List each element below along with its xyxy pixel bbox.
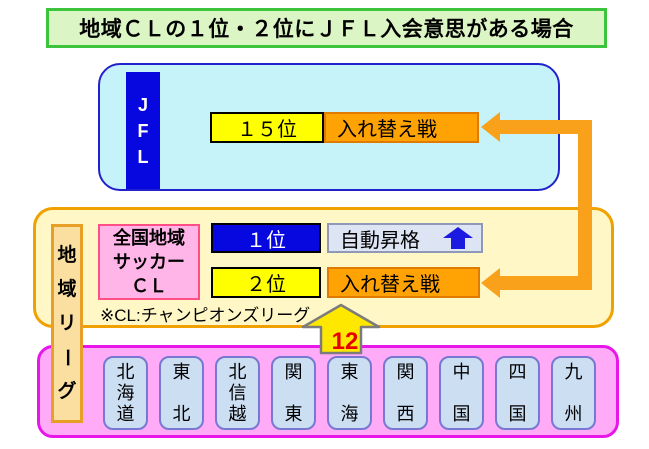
cl-note: ※CL:チャンピオンズリーグ xyxy=(100,301,310,326)
region-char: 北 xyxy=(172,404,191,424)
region-box: 東海 xyxy=(327,356,372,430)
first-place-outcome-box: 自動昇格 xyxy=(327,223,483,253)
page-title: 地域ＣＬの１位・２位にＪＦＬ入会意思がある場合 xyxy=(46,8,607,48)
page-title-text: 地域ＣＬの１位・２位にＪＦＬ入会意思がある場合 xyxy=(79,18,574,41)
jfl-letter: J xyxy=(137,94,148,115)
promotion-up-arrow-icon xyxy=(443,227,473,249)
region-char: 東 xyxy=(284,404,303,424)
first-place-rank-box: １位 xyxy=(211,223,321,253)
second-place-rank-label: ２位 xyxy=(246,274,286,296)
cl-note-text: ※CL:チャンピオンズリーグ xyxy=(100,306,311,325)
region-char: 国 xyxy=(508,404,527,424)
region-char: 海 xyxy=(340,404,359,424)
region-char: 西 xyxy=(396,404,415,424)
league-bar-char: 域 xyxy=(57,279,77,300)
region-char: 道 xyxy=(116,404,135,424)
region-char: 海 xyxy=(116,383,135,403)
first-place-outcome-label: 自動昇格 xyxy=(340,229,420,252)
region-char: 北 xyxy=(228,362,247,382)
region-box: 北信越 xyxy=(215,356,260,430)
region-box: 九州 xyxy=(551,356,596,430)
second-place-rank-box: ２位 xyxy=(211,267,321,298)
region-char: 越 xyxy=(228,404,247,424)
org-line: ＣＬ xyxy=(131,276,167,296)
league-bar-char: グ xyxy=(57,381,77,402)
org-line: サッカー xyxy=(113,252,185,272)
region-char: 東 xyxy=(340,362,359,382)
region-char: 州 xyxy=(564,404,583,424)
regional-cl-name-box: 全国地域 サッカー ＣＬ xyxy=(98,224,200,300)
region-box: 四国 xyxy=(495,356,540,430)
jfl-playoff-box: 入れ替え戦 xyxy=(324,112,479,143)
first-place-rank-label: １位 xyxy=(246,229,286,252)
org-line: 全国地域 xyxy=(113,228,185,248)
jfl-playoff-label: 入れ替え戦 xyxy=(337,119,437,141)
league-bar-char: ー xyxy=(56,347,78,368)
region-char: 九 xyxy=(564,362,583,382)
region-char: 四 xyxy=(508,362,527,382)
league-bar-char: 地 xyxy=(57,245,77,266)
league-bar-char: リ xyxy=(57,313,77,334)
region-box: 東北 xyxy=(159,356,204,430)
jfl-letter: F xyxy=(137,120,149,141)
region-char: 中 xyxy=(452,362,471,382)
region-char: 信 xyxy=(228,383,247,403)
region-box: 関東 xyxy=(271,356,316,430)
region-char: 東 xyxy=(172,362,191,382)
second-place-outcome-label: 入れ替え戦 xyxy=(340,274,440,296)
jfl-letter: L xyxy=(137,146,149,167)
second-place-outcome-box: 入れ替え戦 xyxy=(327,267,480,298)
region-box: 北海道 xyxy=(103,356,148,430)
region-char: 関 xyxy=(396,362,415,382)
region-char: 関 xyxy=(284,362,303,382)
region-box: 中国 xyxy=(439,356,484,430)
regional-league-bar: 地域リーグ xyxy=(51,224,83,423)
jfl-rank-box: １５位 xyxy=(210,112,324,143)
region-char: 北 xyxy=(116,362,135,382)
region-char: 国 xyxy=(452,404,471,424)
jfl-rank-label: １５位 xyxy=(237,119,297,141)
region-box: 関西 xyxy=(383,356,428,430)
